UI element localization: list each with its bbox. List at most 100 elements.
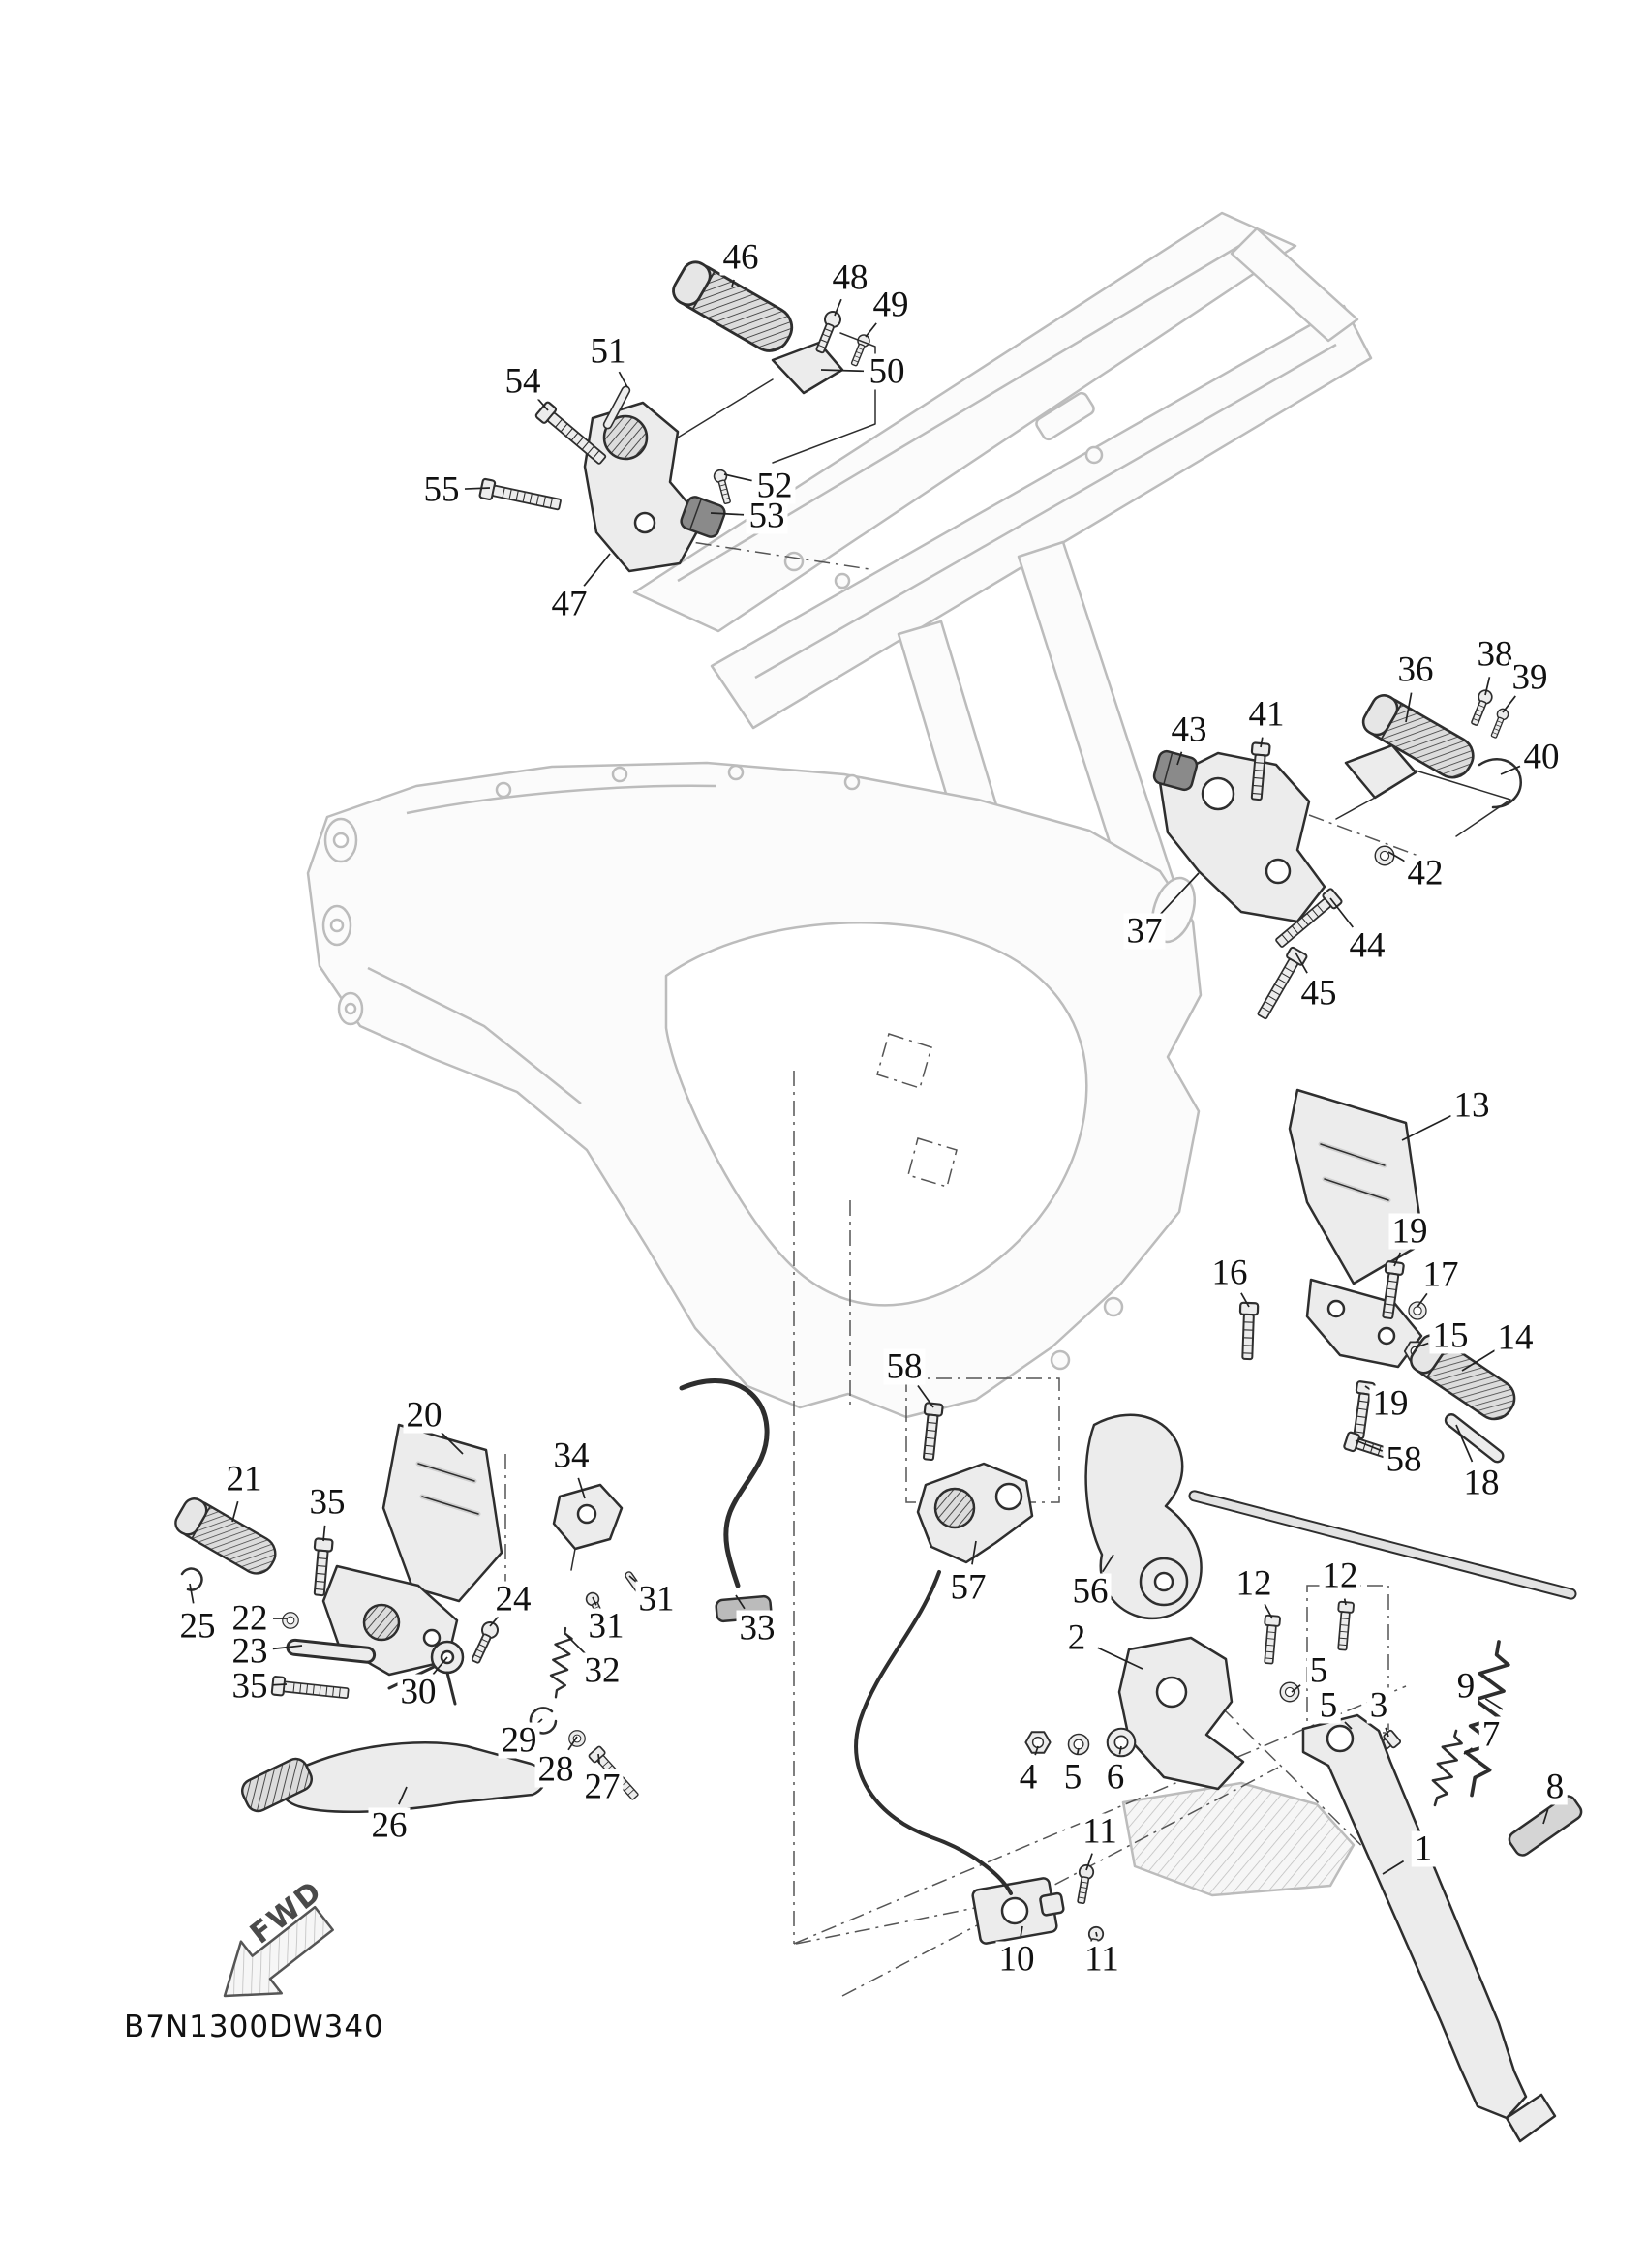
part-label-20: 20: [403, 1397, 445, 1434]
part-label-29: 29: [498, 1722, 540, 1759]
part-label-30: 30: [397, 1674, 440, 1710]
part-label-22: 22: [229, 1600, 271, 1637]
part-label-5: 5: [1060, 1759, 1085, 1796]
cable-33: [679, 1378, 770, 1588]
bolt-35-lower: [270, 1675, 351, 1704]
screw-52: [712, 468, 735, 506]
part-label-13: 13: [1450, 1087, 1493, 1124]
part-label-49: 49: [869, 287, 912, 323]
brake-pedal-26: [280, 1741, 546, 1814]
spring-7: [1424, 1727, 1466, 1809]
part-label-21: 21: [223, 1461, 265, 1497]
washer-17: [1408, 1301, 1427, 1320]
part-label-51: 51: [587, 333, 629, 370]
stand-bracket-2: [1117, 1636, 1245, 1791]
part-label-11: 11: [1082, 1941, 1122, 1978]
bolt-12-left: [1260, 1614, 1282, 1666]
part-label-56: 56: [1069, 1573, 1112, 1610]
washer-22: [282, 1612, 299, 1629]
part-label-50: 50: [866, 353, 908, 390]
part-label-18: 18: [1460, 1465, 1503, 1501]
part-label-2: 2: [1064, 1619, 1089, 1656]
part-label-38: 38: [1474, 636, 1516, 673]
part-label-55: 55: [420, 471, 463, 508]
parts-layer: [170, 256, 1583, 2143]
part-label-26: 26: [368, 1807, 411, 1844]
mount-bracket-right: [1305, 1278, 1423, 1369]
part-label-31: 31: [635, 1581, 678, 1618]
part-label-19: 19: [1369, 1385, 1412, 1422]
tube-8: [1508, 1795, 1583, 1857]
screw-11-upper: [1073, 1862, 1096, 1906]
part-label-1: 1: [1411, 1830, 1436, 1867]
part-label-23: 23: [229, 1633, 271, 1670]
bolt-12-right: [1333, 1600, 1356, 1652]
part-label-52: 52: [753, 468, 796, 504]
part-label-39: 39: [1509, 659, 1551, 696]
switch-cable: [854, 1570, 1013, 1895]
part-label-6: 6: [1103, 1759, 1128, 1796]
part-label-32: 32: [581, 1652, 624, 1689]
part-label-12: 12: [1319, 1557, 1361, 1594]
part-label-10: 10: [995, 1941, 1038, 1978]
part-label-3: 3: [1366, 1687, 1391, 1724]
part-label-46: 46: [719, 239, 762, 276]
hinge-36: [1344, 743, 1417, 800]
heel-guard-13: [1288, 1088, 1425, 1285]
part-label-5: 5: [1306, 1652, 1331, 1689]
part-label-31: 31: [585, 1608, 627, 1645]
clip-40: [1478, 758, 1522, 809]
part-label-41: 41: [1245, 696, 1288, 733]
nut-4: [1024, 1731, 1052, 1754]
part-label-44: 44: [1346, 927, 1388, 964]
part-label-4: 4: [1016, 1759, 1041, 1796]
part-label-19: 19: [1388, 1213, 1431, 1250]
part-label-9: 9: [1453, 1668, 1478, 1705]
part-label-54: 54: [502, 363, 544, 400]
part-label-33: 33: [736, 1610, 778, 1647]
part-label-16: 16: [1208, 1255, 1251, 1291]
screw-39: [1487, 706, 1511, 741]
part-label-14: 14: [1494, 1319, 1537, 1356]
fwd-arrow: [223, 1905, 334, 1998]
part-label-43: 43: [1168, 711, 1210, 748]
washer-42: [1374, 845, 1395, 866]
part-label-58: 58: [883, 1348, 926, 1385]
part-label-27: 27: [581, 1769, 624, 1805]
part-label-57: 57: [947, 1569, 990, 1606]
leader-lines: [189, 279, 1549, 1937]
screw-48: [810, 308, 844, 356]
footpeg-21: [170, 1493, 283, 1582]
washer-6: [1106, 1727, 1137, 1758]
part-label-17: 17: [1419, 1256, 1462, 1293]
part-label-12: 12: [1233, 1565, 1275, 1602]
part-label-7: 7: [1478, 1716, 1504, 1753]
part-label-53: 53: [746, 498, 788, 534]
hinge-50: [771, 341, 844, 395]
diagram-code: B7N1300DW340: [124, 2010, 384, 2044]
screw-38: [1467, 687, 1495, 728]
stand-switch-10: [971, 1877, 1065, 1945]
side-stand-1: [1301, 1713, 1528, 2120]
bolt-55: [478, 477, 564, 516]
part-label-37: 37: [1123, 913, 1166, 950]
screw-24: [467, 1618, 502, 1667]
part-label-35: 35: [306, 1484, 349, 1521]
part-label-11: 11: [1080, 1813, 1120, 1850]
part-label-28: 28: [534, 1751, 577, 1788]
part-label-40: 40: [1520, 739, 1563, 775]
washer-5b: [1279, 1681, 1300, 1703]
part-label-45: 45: [1297, 975, 1340, 1012]
part-label-25: 25: [176, 1608, 219, 1645]
part-label-58: 58: [1383, 1441, 1425, 1478]
part-label-48: 48: [829, 259, 871, 296]
part-label-5: 5: [1316, 1687, 1341, 1724]
motorcycle-frame-outline: [306, 211, 1373, 1897]
part-label-15: 15: [1429, 1317, 1472, 1354]
part-label-34: 34: [550, 1437, 593, 1474]
heel-guard-20: [381, 1423, 503, 1603]
clip-25: [180, 1567, 203, 1591]
part-label-24: 24: [492, 1581, 534, 1618]
